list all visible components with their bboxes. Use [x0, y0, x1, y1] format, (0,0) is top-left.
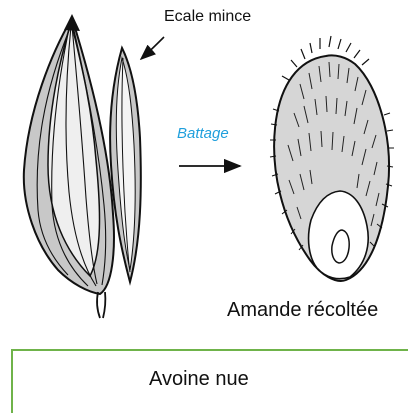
- threshing-label: Battage: [177, 125, 229, 142]
- husk-pointer-arrow: [141, 37, 164, 59]
- spikelet-tip: [64, 14, 80, 31]
- hulled-oat-spikelet: [24, 14, 141, 318]
- thin-husk-label: Ecale mince: [164, 8, 251, 26]
- caption-title: Avoine nue: [149, 368, 249, 391]
- harvested-kernel-label: Amande récoltée: [227, 299, 378, 322]
- spikelet-stem: [97, 292, 105, 318]
- harvested-kernel: [270, 36, 394, 281]
